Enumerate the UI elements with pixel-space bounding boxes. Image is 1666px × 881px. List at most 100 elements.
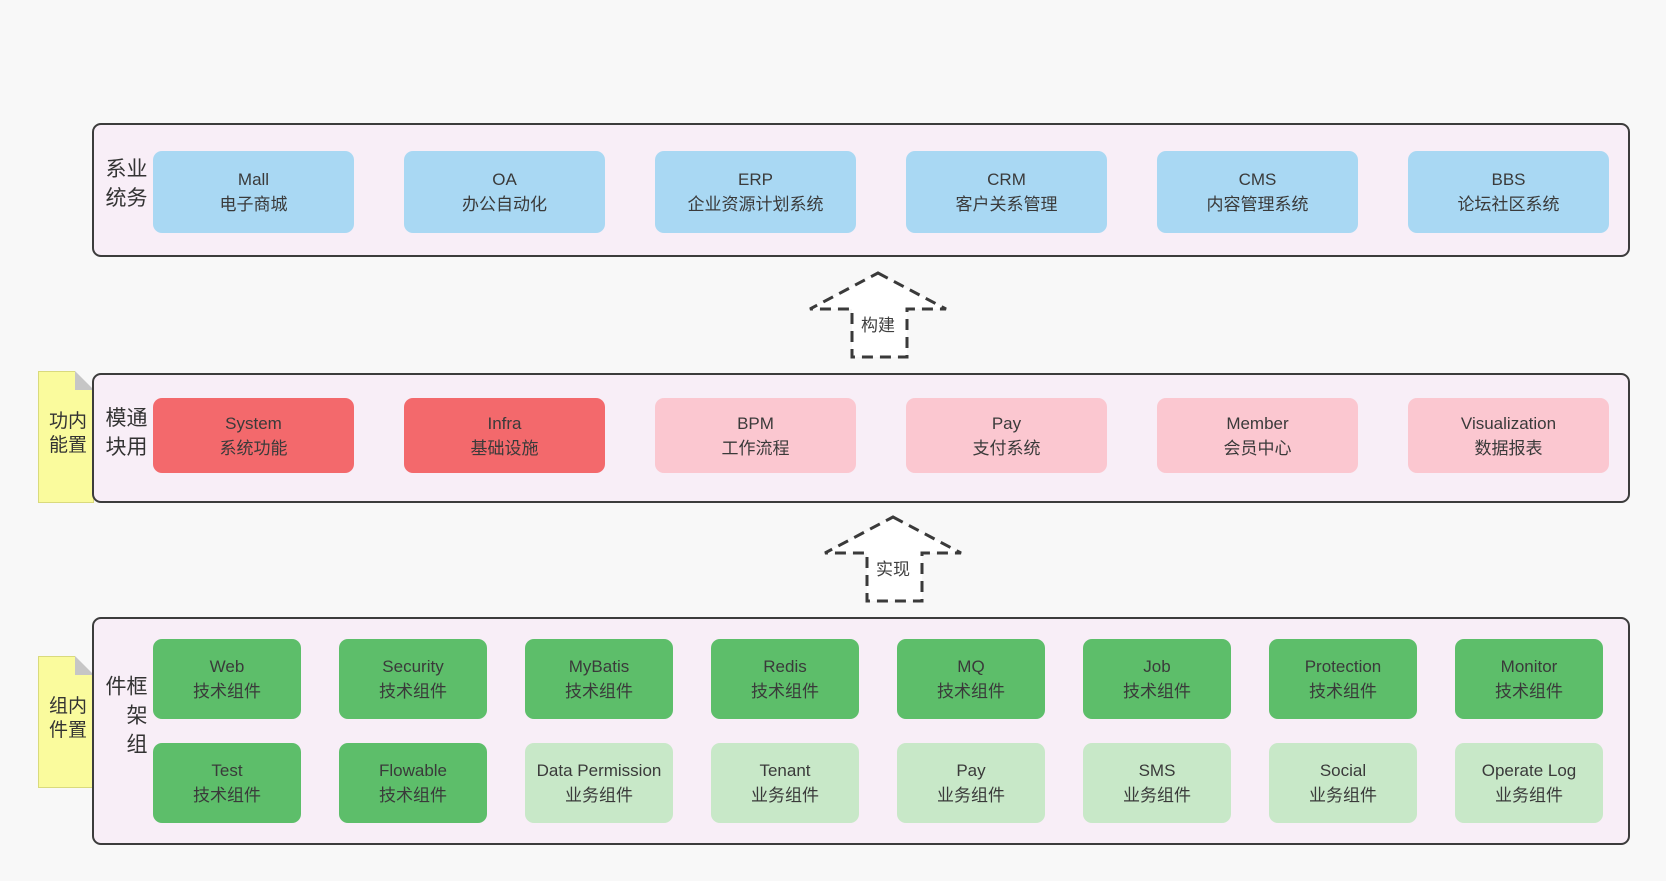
box-title: Tenant	[759, 761, 811, 780]
box-subtitle: 支付系统	[972, 438, 1041, 458]
sticky-text: 内置组件	[46, 695, 86, 744]
box-subtitle: 技术组件	[751, 682, 819, 701]
box-erp: ERP 企业资源计划系统	[655, 151, 856, 233]
box-subtitle: 技术组件	[937, 682, 1005, 701]
box-redis: Redis 技术组件	[711, 639, 859, 719]
box-subtitle: 技术组件	[565, 682, 633, 701]
box-title: MyBatis	[568, 657, 630, 676]
box-subtitle: 技术组件	[379, 682, 447, 701]
box-tenant: Tenant 业务组件	[711, 743, 859, 823]
box-bbs: BBS 论坛社区系统	[1408, 151, 1609, 233]
box-subtitle: 技术组件	[1495, 682, 1563, 701]
panel-label-modules: 通用模块	[103, 406, 147, 465]
box-title: Infra	[487, 413, 522, 433]
sticky-text: 内置功能	[46, 410, 86, 459]
box-job: Job 技术组件	[1083, 639, 1231, 719]
box-subtitle: 技术组件	[1123, 682, 1191, 701]
business-systems-panel: 业务系统 Mall 电子商城 OA 办公自动化 ERP 企业资源计划系统 CRM…	[92, 123, 1630, 257]
box-bpm: BPM 工作流程	[655, 398, 856, 473]
box-protection: Protection 技术组件	[1269, 639, 1417, 719]
box-web: Web 技术组件	[153, 639, 301, 719]
box-title: MQ	[957, 657, 985, 676]
box-pay-biz: Pay 业务组件	[897, 743, 1045, 823]
box-subtitle: 内容管理系统	[1206, 195, 1309, 214]
box-title: ERP	[738, 170, 773, 189]
box-data-permission: Data Permission 业务组件	[525, 743, 673, 823]
sticky-note-builtin-components: 内置组件	[38, 656, 94, 788]
box-system: System 系统功能	[153, 398, 354, 473]
box-mq: MQ 技术组件	[897, 639, 1045, 719]
box-title: OA	[492, 170, 517, 189]
box-title: BBS	[1491, 170, 1526, 189]
box-title: Data Permission	[536, 761, 662, 780]
box-subtitle: 系统功能	[219, 438, 288, 458]
box-subtitle: 技术组件	[193, 786, 261, 805]
box-subtitle: 业务组件	[565, 786, 633, 805]
box-mall: Mall 电子商城	[153, 151, 354, 233]
box-cms: CMS 内容管理系统	[1157, 151, 1358, 233]
box-title: Web	[209, 657, 245, 676]
box-subtitle: 办公自动化	[462, 195, 547, 214]
box-subtitle: 技术组件	[1309, 682, 1377, 701]
box-title: System	[225, 413, 282, 433]
box-subtitle: 企业资源计划系统	[687, 195, 824, 214]
box-title: Protection	[1304, 657, 1382, 676]
box-security: Security 技术组件	[339, 639, 487, 719]
box-subtitle: 数据报表	[1474, 438, 1543, 458]
implement-arrow: 实现	[822, 515, 964, 604]
box-title: BPM	[737, 413, 774, 433]
box-subtitle: 技术组件	[193, 682, 261, 701]
module-box-row: System 系统功能 Infra 基础设施 BPM 工作流程 Pay 支付系统…	[153, 398, 1609, 473]
build-arrow: 构建	[807, 271, 949, 360]
box-subtitle: 业务组件	[937, 786, 1005, 805]
box-title: Redis	[763, 657, 807, 676]
box-subtitle: 业务组件	[1123, 786, 1191, 805]
box-title: Flowable	[378, 761, 448, 780]
box-subtitle: 电子商城	[219, 195, 288, 214]
box-pay: Pay 支付系统	[906, 398, 1107, 473]
box-title: SMS	[1138, 761, 1176, 780]
box-visualization: Visualization 数据报表	[1408, 398, 1609, 473]
implement-arrow-label: 实现	[874, 555, 912, 580]
box-monitor: Monitor 技术组件	[1455, 639, 1603, 719]
box-title: Monitor	[1500, 657, 1558, 676]
framework-components-panel: 框架组件 Web 技术组件 Security 技术组件 MyBatis 技术组件…	[92, 617, 1630, 845]
box-subtitle: 工作流程	[721, 438, 790, 458]
component-box-row-2: Test 技术组件 Flowable 技术组件 Data Permission …	[153, 743, 1603, 823]
panel-label-components: 框架组件	[103, 675, 147, 762]
sticky-note-builtin-features: 内置功能	[38, 371, 94, 503]
business-box-row: Mall 电子商城 OA 办公自动化 ERP 企业资源计划系统 CRM 客户关系…	[153, 151, 1609, 233]
box-title: Pay	[991, 413, 1022, 433]
box-title: CMS	[1238, 170, 1277, 189]
box-subtitle: 业务组件	[1309, 786, 1377, 805]
folded-corner-icon	[75, 656, 94, 675]
folded-corner-icon	[75, 371, 94, 390]
common-modules-panel: 通用模块 System 系统功能 Infra 基础设施 BPM 工作流程 Pay…	[92, 373, 1630, 503]
box-subtitle: 论坛社区系统	[1457, 195, 1560, 214]
box-infra: Infra 基础设施	[404, 398, 605, 473]
box-title: Visualization	[1460, 413, 1557, 433]
box-subtitle: 基础设施	[470, 438, 539, 458]
box-title: Test	[211, 761, 243, 780]
box-title: Member	[1226, 413, 1289, 433]
box-subtitle: 客户关系管理	[955, 195, 1058, 214]
box-operate-log: Operate Log 业务组件	[1455, 743, 1603, 823]
box-mybatis: MyBatis 技术组件	[525, 639, 673, 719]
panel-label-business: 业务系统	[103, 157, 147, 216]
box-subtitle: 业务组件	[751, 786, 819, 805]
box-title: CRM	[987, 170, 1026, 189]
box-title: Mall	[237, 170, 270, 189]
box-test: Test 技术组件	[153, 743, 301, 823]
box-title: Security	[382, 657, 444, 676]
box-social: Social 业务组件	[1269, 743, 1417, 823]
box-subtitle: 技术组件	[379, 786, 447, 805]
box-title: Job	[1143, 657, 1171, 676]
box-crm: CRM 客户关系管理	[906, 151, 1107, 233]
box-subtitle: 业务组件	[1495, 786, 1563, 805]
box-title: Operate Log	[1481, 761, 1577, 780]
box-flowable: Flowable 技术组件	[339, 743, 487, 823]
box-oa: OA 办公自动化	[404, 151, 605, 233]
box-title: Social	[1319, 761, 1367, 780]
component-box-row-1: Web 技术组件 Security 技术组件 MyBatis 技术组件 Redi…	[153, 639, 1603, 719]
